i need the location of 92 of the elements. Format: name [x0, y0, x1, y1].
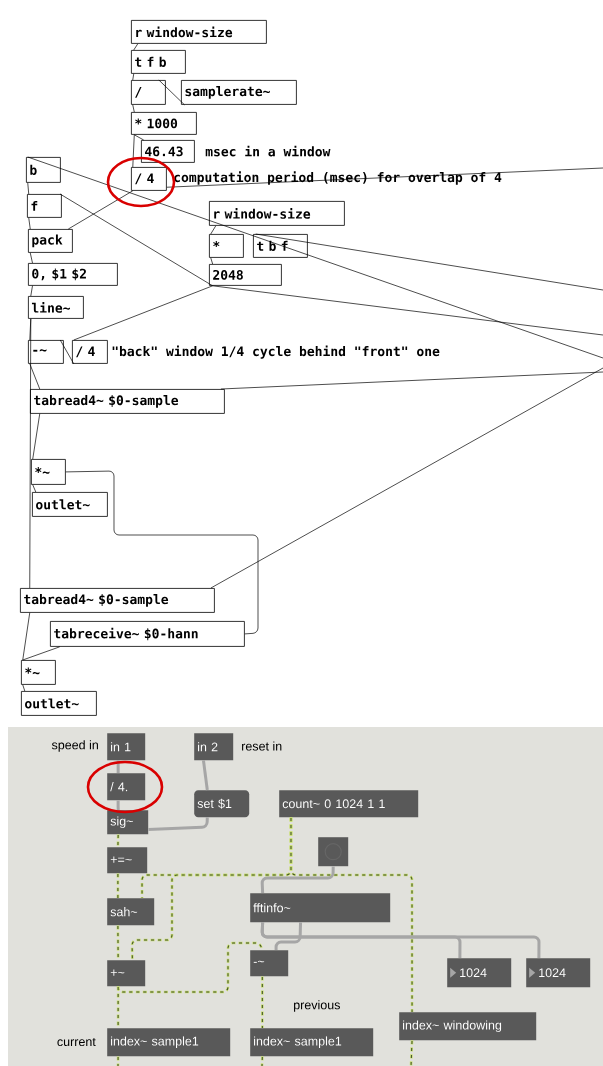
number-box: 1024: [447, 958, 512, 988]
object-box: * 1000: [131, 112, 197, 135]
object-box: index~ windowing: [399, 1012, 537, 1041]
connector: [29, 363, 41, 390]
object-box: samplerate~: [181, 80, 297, 105]
object-box: line~: [28, 296, 84, 319]
connector: [116, 872, 120, 899]
connector: [116, 760, 120, 773]
object-box: +=~: [107, 847, 148, 874]
object-box: tabreceive~ $0-hann: [50, 621, 245, 647]
object-box: index~ sample1: [107, 1028, 231, 1057]
connector: [32, 413, 41, 460]
object-box: +~: [107, 960, 146, 987]
connector: [212, 285, 603, 336]
connector: [67, 190, 134, 230]
object-box: tabread4~ $0-sample: [30, 389, 225, 414]
object-box: *: [209, 234, 244, 258]
object-box: r window-size: [131, 20, 267, 44]
comment-text: speed in: [51, 740, 98, 752]
connector: [116, 1055, 120, 1066]
connector: [132, 73, 135, 81]
connector: [59, 193, 213, 287]
object-box: r window-size: [209, 201, 345, 226]
connector: [132, 134, 135, 168]
object-box: *~: [31, 459, 66, 485]
connector: [260, 866, 335, 894]
connector: [260, 1055, 264, 1066]
connector: [28, 217, 31, 230]
object-box: / 4: [131, 167, 167, 191]
connector: [116, 833, 120, 848]
connector: [133, 43, 139, 51]
connector: [116, 800, 120, 810]
object-box: in 2: [194, 733, 234, 761]
object-box: tabread4~ $0-sample: [20, 588, 215, 613]
connector: [22, 684, 26, 692]
connector: [22, 612, 31, 661]
connector: [29, 318, 32, 589]
connector: [201, 760, 209, 791]
connector: [255, 233, 603, 291]
object-box: t f b: [131, 50, 186, 74]
number-box: 1024: [526, 958, 591, 988]
connector: [210, 257, 213, 265]
number-box: 2048: [209, 264, 282, 286]
connector: [132, 104, 135, 113]
connector: [220, 371, 603, 390]
connector: [27, 182, 30, 195]
object-box: / 4: [72, 340, 108, 364]
connector: [166, 167, 603, 188]
connector: [261, 975, 264, 1029]
connector: [65, 470, 259, 635]
comment-text: "back" window 1/4 cycle behind "front" one: [110, 344, 441, 360]
object-box: index~ sample1: [250, 1028, 374, 1057]
object-box: -~: [28, 340, 64, 364]
connector: [30, 285, 33, 297]
object-box: sah~: [107, 898, 155, 926]
connector: [289, 816, 414, 1013]
connector: [148, 817, 209, 832]
connector: [210, 225, 217, 235]
connector: [409, 1039, 414, 1066]
object-box: in 1: [107, 733, 146, 761]
comment-text: current: [57, 1037, 96, 1047]
object-box: /: [131, 80, 166, 105]
object-box: fftinfo~: [250, 893, 391, 923]
connector: [260, 922, 541, 958]
object-box: f: [27, 194, 62, 218]
comment-text: reset in: [242, 741, 282, 751]
message-box: 0, $1 $2: [28, 263, 118, 286]
object-box: / 4.: [107, 773, 146, 801]
object-box: *~: [21, 660, 56, 685]
connector: [274, 922, 303, 951]
connector: [22, 646, 61, 661]
object-box: outlet~: [32, 492, 108, 517]
connector: [133, 134, 145, 141]
object-box: outlet~: [21, 691, 97, 716]
connector: [59, 339, 75, 365]
object-box: pack: [28, 229, 73, 253]
comment-text: msec in a window: [204, 144, 332, 158]
object-box: b: [26, 157, 61, 183]
comment-text: previous: [294, 1000, 340, 1012]
number-box: 46.43: [141, 140, 195, 163]
connector: [29, 252, 33, 264]
connector: [210, 367, 603, 589]
connector: [116, 941, 263, 994]
connector: [73, 285, 213, 341]
object-box: -~: [250, 950, 289, 977]
message-box: set $1: [194, 790, 250, 818]
object-box: sig~: [107, 810, 149, 835]
connector: [32, 484, 37, 493]
button-square: [318, 837, 349, 867]
comment-text: computation period (msec) for overlap of 4: [172, 170, 503, 186]
connector: [27, 156, 603, 359]
object-box: count~ 0 1024 1 1: [279, 790, 419, 818]
